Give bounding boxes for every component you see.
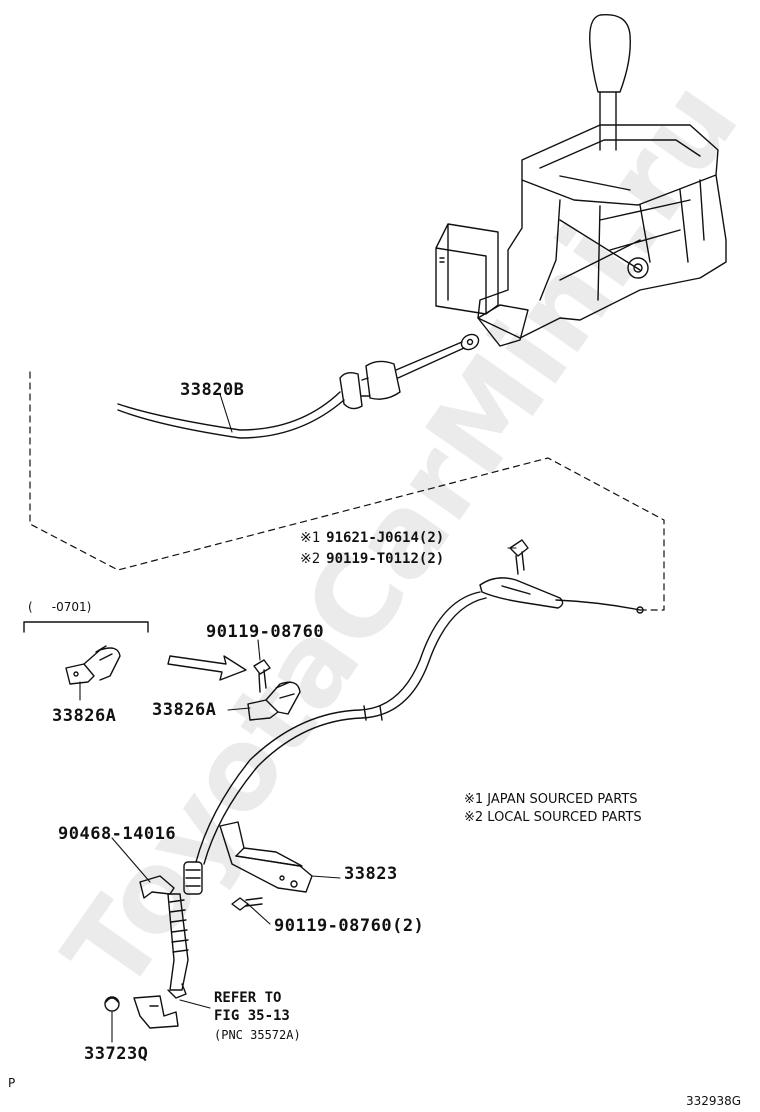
shift-knob <box>589 13 631 93</box>
cable-end-fitting <box>133 995 179 1029</box>
lower-shift-cable <box>133 577 644 1029</box>
cable-grommet <box>365 360 401 400</box>
label-33723q: 33723Q <box>84 1044 149 1064</box>
housing-side-box <box>435 223 499 315</box>
legend-local: ※2 LOCAL SOURCED PARTS <box>464 810 642 825</box>
housing-top-plate <box>521 124 719 206</box>
refer-line-1: REFER TO <box>214 990 282 1006</box>
refer-line-3: (PNC 35572A) <box>214 1028 301 1042</box>
bolt-variant-1: ※1 91621-J0614(2) <box>300 530 444 546</box>
label-33820b: 33820B <box>180 380 245 400</box>
label-33823: 33823 <box>344 864 398 884</box>
cable-grommet <box>339 371 363 410</box>
corner-p: P <box>8 1076 16 1090</box>
bracket-33826a-large <box>247 659 301 721</box>
bolt-variant <box>509 539 529 575</box>
cable-end-bracket <box>477 304 529 347</box>
shift-lever-assembly <box>435 13 727 347</box>
bolt-variant-1-part: 91621-J0614(2) <box>326 530 445 546</box>
legend-japan: ※1 JAPAN SOURCED PARTS <box>464 792 638 807</box>
clip-33723q <box>104 996 120 1012</box>
cable-boot <box>183 861 203 895</box>
leader-lines <box>79 393 517 1043</box>
label-33826a-left: 33826A <box>52 706 117 726</box>
label-90468-14016: 90468-14016 <box>58 824 177 844</box>
housing-body <box>477 174 727 339</box>
clip-90468 <box>139 875 175 899</box>
bolt-variant-2-part: 90119-T0112(2) <box>326 551 445 567</box>
refer-line-2: FIG 35-13 <box>214 1008 290 1024</box>
upper-shift-cable <box>117 333 480 439</box>
bolt-lower <box>231 897 263 911</box>
date-range: ( -0701) <box>28 600 92 614</box>
bolt-variant-1-mark: ※1 <box>300 530 321 546</box>
bracket-33823 <box>219 821 313 893</box>
arrow-indicator <box>167 655 247 681</box>
group-boundary-dashed <box>29 371 665 611</box>
label-90119-08760-2: 90119-08760(2) <box>274 916 425 936</box>
figure-code: 332938G <box>686 1094 742 1108</box>
cable-lever-end <box>479 577 564 609</box>
bolt-variant-2: ※2 90119-T0112(2) <box>300 551 444 567</box>
bolt-variant-2-mark: ※2 <box>300 551 321 567</box>
bracket-33826a-small <box>65 645 121 685</box>
date-range-bracket <box>23 621 149 633</box>
label-90119-08760: 90119-08760 <box>206 622 325 642</box>
label-33826a-center: 33826A <box>152 700 217 720</box>
